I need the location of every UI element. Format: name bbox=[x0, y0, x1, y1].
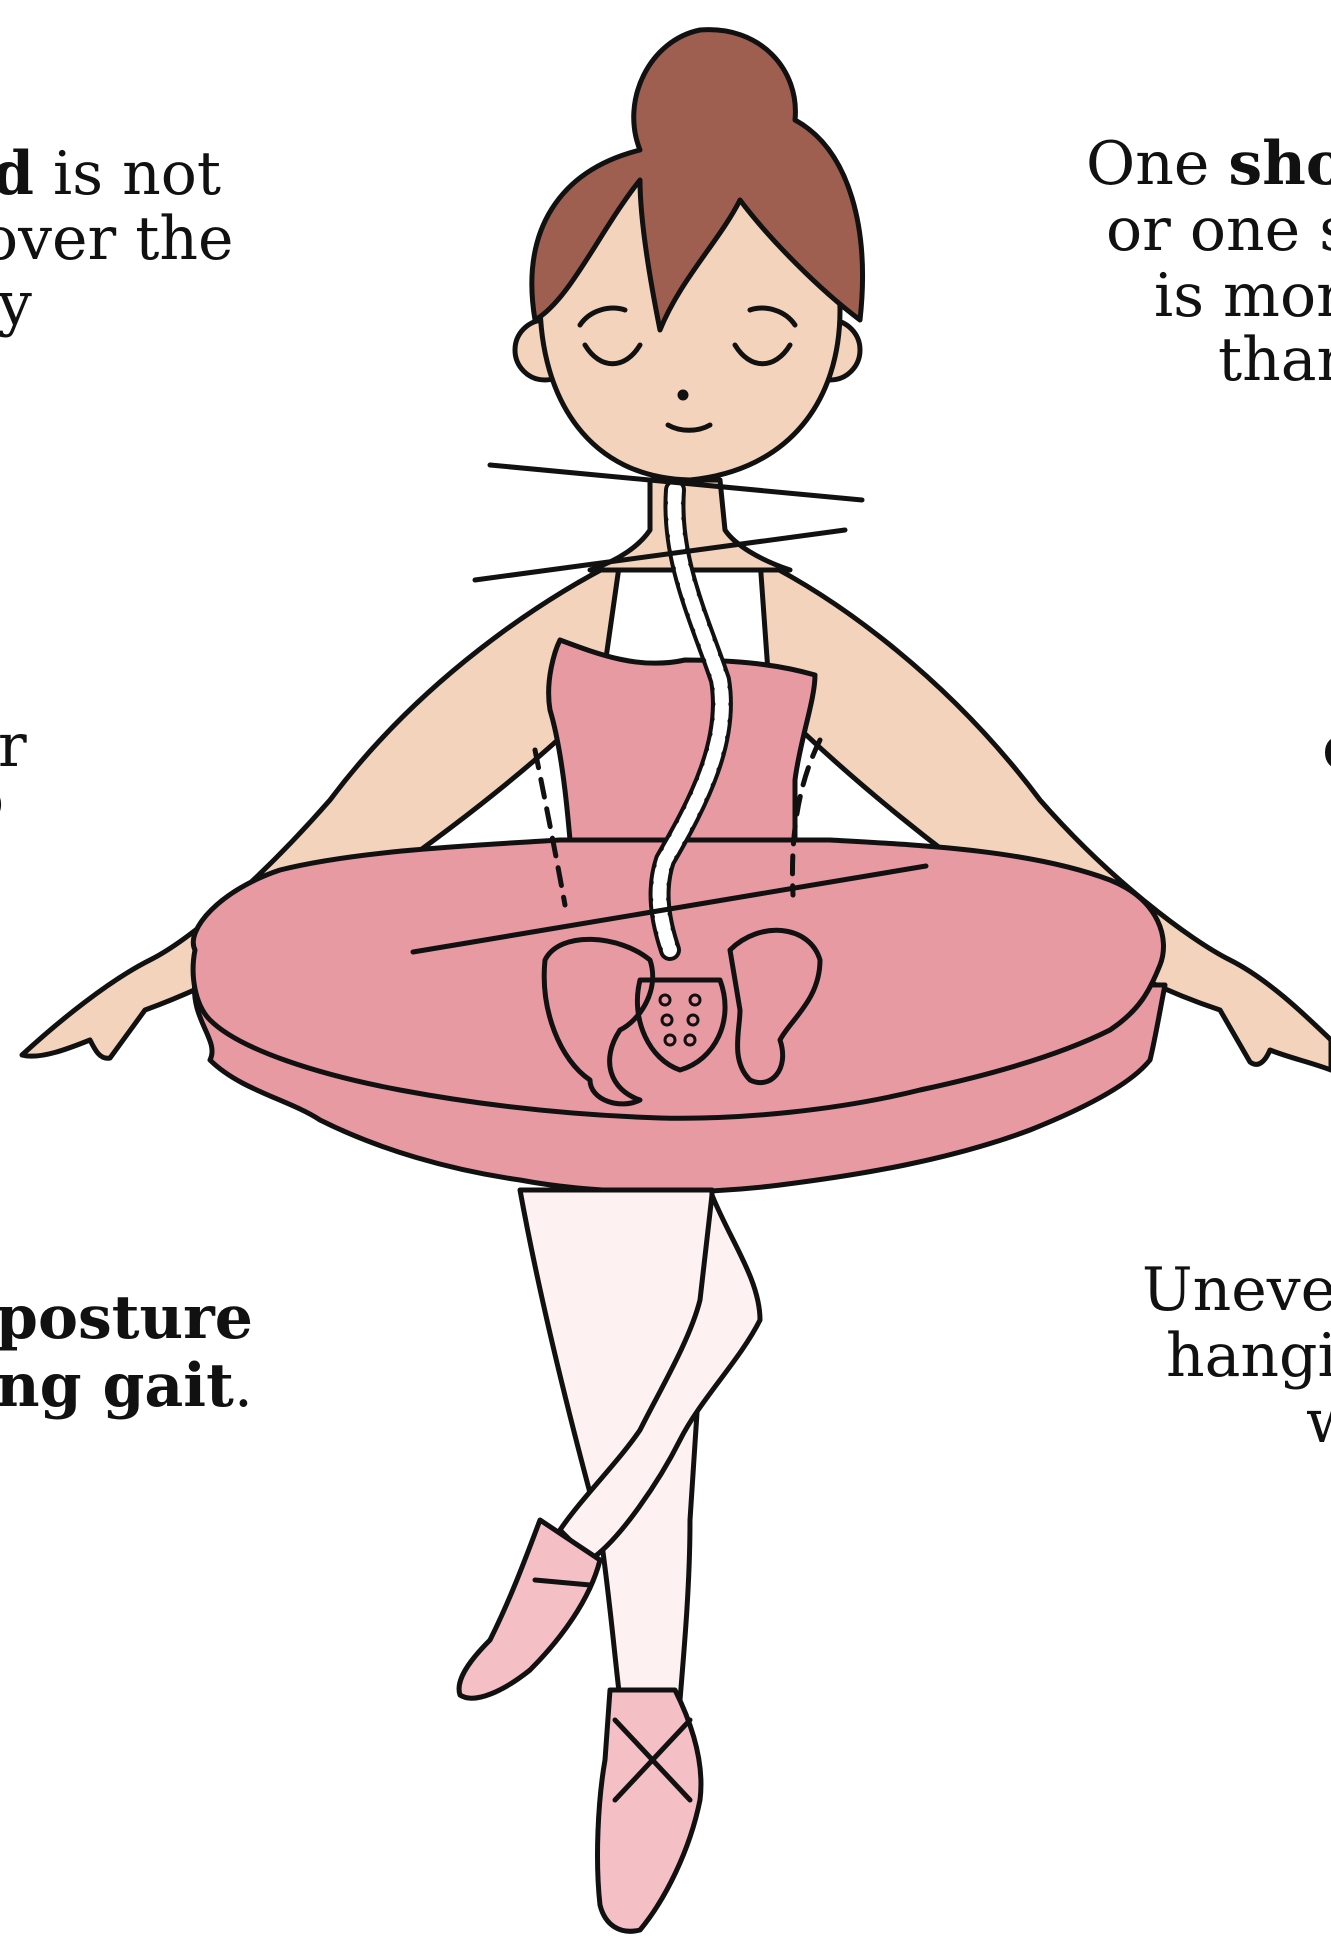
nose bbox=[680, 392, 686, 398]
pointe-shoe-back bbox=[459, 1520, 600, 1698]
